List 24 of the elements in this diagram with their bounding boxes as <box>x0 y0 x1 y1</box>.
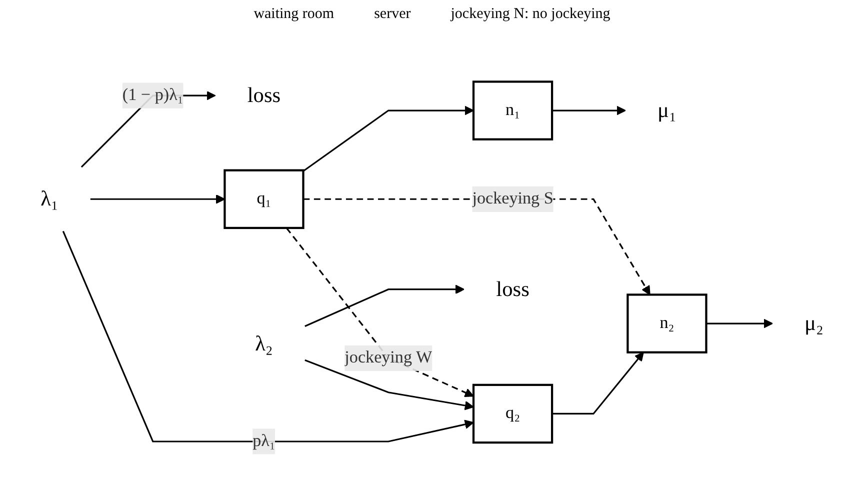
node-box: n₁ <box>472 80 554 140</box>
annotation-text: server <box>374 6 411 23</box>
node-text: λ₁ <box>40 186 58 210</box>
arrow <box>304 358 474 410</box>
arrow <box>304 284 465 327</box>
node-text: μ₁ <box>658 98 676 122</box>
edge-label: pλ₁ <box>252 431 276 450</box>
arrow <box>302 105 474 172</box>
edge-label: (1 − p)λ₁ <box>122 86 184 104</box>
annotation-text: waiting room <box>254 6 334 23</box>
arrow <box>286 227 474 397</box>
node-text: loss <box>247 83 281 107</box>
arrow <box>706 318 773 328</box>
node-text: loss <box>496 277 530 301</box>
node-text: λ₂ <box>255 332 273 356</box>
node-box: q₁ <box>224 168 304 229</box>
node-text: μ₂ <box>804 311 824 335</box>
arrow <box>62 230 474 442</box>
node-box: n₂ <box>626 293 708 353</box>
annotation-text: jockeying N: no jockeying <box>450 6 610 23</box>
node-box: q₂ <box>472 383 554 444</box>
arrow <box>552 105 626 115</box>
arrow <box>90 194 226 204</box>
arrow <box>552 352 644 414</box>
